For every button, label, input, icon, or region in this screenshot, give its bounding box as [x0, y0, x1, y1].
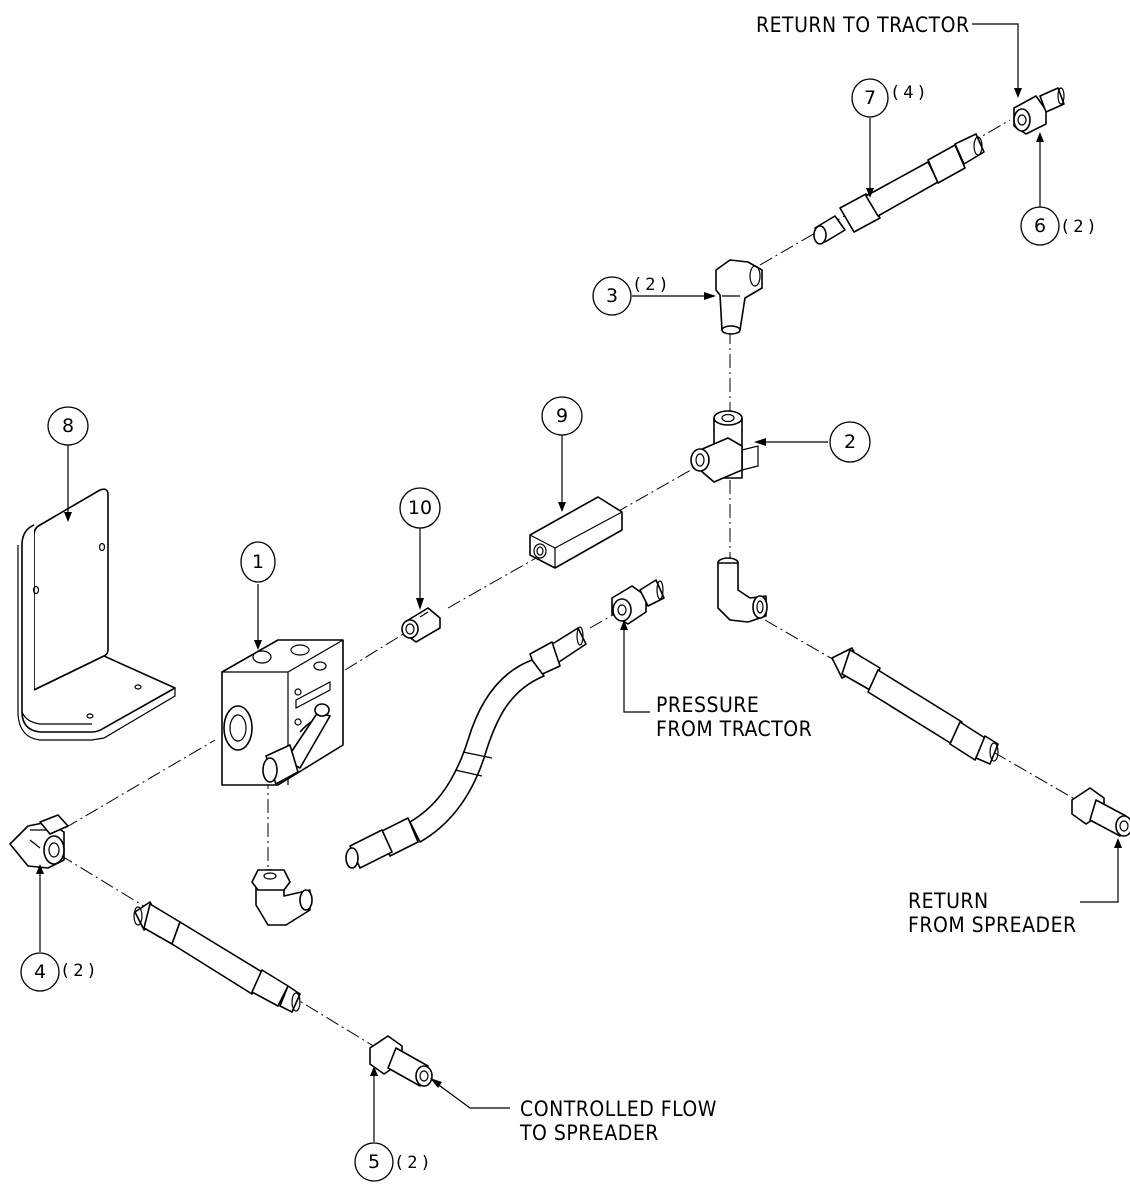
- callout-4-quantity: (2): [60, 961, 100, 981]
- part-8-mounting-bracket: [17, 488, 176, 741]
- part-3-elbow-lower: [717, 557, 768, 623]
- part-7-hose-s-curve: [345, 626, 587, 869]
- note-return-to-tractor: RETURN TO TRACTOR: [756, 13, 970, 37]
- part-6-pressure-adapter: [611, 579, 665, 625]
- callout-5: 5 (2): [354, 1142, 434, 1182]
- callout-2: 2: [829, 421, 871, 463]
- callout-5-quantity: (2): [394, 1153, 434, 1173]
- note-controlled-flow-line1: CONTROLLED FLOW: [520, 1097, 717, 1121]
- callout-1-number: 1: [252, 551, 264, 573]
- callout-5-number: 5: [368, 1151, 380, 1173]
- callout-4: 4 (2): [20, 952, 100, 992]
- part-1-flow-control-valve: [221, 639, 344, 786]
- callout-3-number: 3: [606, 285, 618, 307]
- note-return-spreader-line2: FROM SPREADER: [908, 913, 1077, 937]
- part-4-elbow-lower-center: [251, 869, 313, 926]
- callout-1: 1: [240, 541, 276, 583]
- callout-7: 7 (4): [851, 78, 930, 118]
- note-pressure-line2: FROM TRACTOR: [656, 717, 812, 741]
- part-4-elbow-left: [9, 814, 69, 869]
- callout-4-number: 4: [34, 961, 46, 983]
- part-7-hose-right: [831, 647, 999, 765]
- part-7-hose-bottom-left: [133, 901, 301, 1013]
- part-9-check-valve: [529, 496, 623, 569]
- note-return-spreader-line1: RETURN: [908, 889, 989, 913]
- callout-8-number: 8: [62, 415, 74, 437]
- callout-9-number: 9: [556, 405, 568, 427]
- callout-10-number: 10: [408, 497, 432, 519]
- part-10-adapter: [401, 607, 441, 643]
- callout-3-quantity: (2): [632, 275, 672, 295]
- callout-7-quantity: (4): [890, 83, 930, 103]
- part-5-adapter-bottom: [369, 1035, 433, 1087]
- callout-7-number: 7: [864, 87, 876, 109]
- part-7-hose-top: [813, 133, 985, 245]
- callout-6-quantity: (2): [1060, 217, 1100, 237]
- part-3-elbow-fitting: [715, 259, 763, 335]
- part-2-tee-fitting: [690, 410, 759, 483]
- callout-10: 10: [399, 487, 441, 529]
- note-controlled-flow-line2: TO SPREADER: [519, 1121, 659, 1145]
- part-5-adapter-right: [1071, 787, 1130, 837]
- callout-9: 9: [541, 396, 583, 436]
- notes: RETURN TO TRACTOR PRESSURE FROM TRACTOR …: [519, 13, 1077, 1145]
- callout-8: 8: [47, 406, 89, 446]
- part-6-adapter: [1013, 87, 1065, 135]
- callout-2-number: 2: [844, 431, 856, 453]
- callout-3: 3 (2): [592, 275, 672, 316]
- callout-6-number: 6: [1034, 215, 1046, 237]
- note-pressure-line1: PRESSURE: [656, 693, 759, 717]
- callout-6: 6 (2): [1020, 206, 1100, 246]
- leader-lines: [36, 23, 1122, 1142]
